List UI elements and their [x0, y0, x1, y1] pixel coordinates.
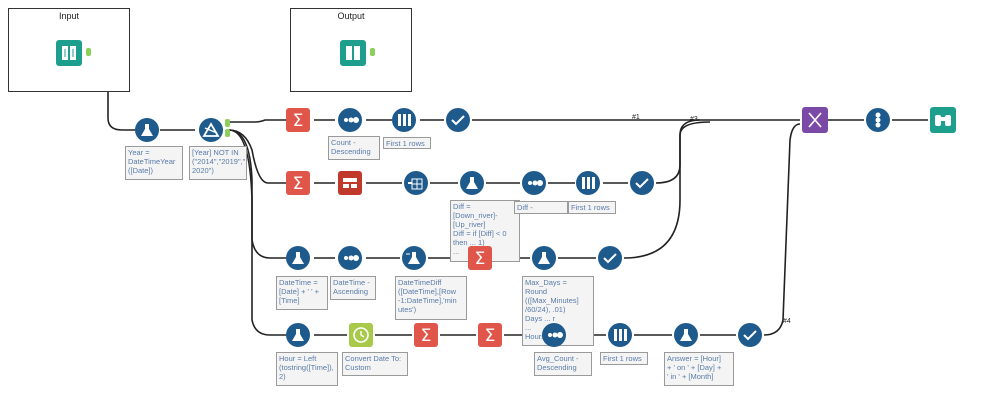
output-anchor[interactable]	[86, 48, 91, 56]
select-tool-3[interactable]	[598, 246, 622, 270]
formula-tool-answer[interactable]	[674, 323, 698, 347]
flask-icon	[538, 252, 550, 264]
clock-icon	[353, 327, 369, 343]
checkmark-icon	[635, 178, 649, 189]
annotation-datetimediff: DateTimeDiff ([DateTime],[Row -1:DateTim…	[395, 276, 467, 320]
output-data-tool[interactable]	[340, 40, 366, 66]
annotation-maxdays: Max_Days = Round (([Max_Minutes] /60/24)…	[522, 276, 594, 346]
browse-tool[interactable]	[930, 107, 956, 133]
sort-dots-icon	[528, 180, 543, 186]
output-container-title: Output	[337, 11, 365, 21]
sigma-icon: Σ	[475, 249, 486, 269]
checkmark-icon	[743, 330, 757, 341]
checkmark-icon	[451, 115, 465, 126]
crosstab-icon	[408, 178, 423, 190]
formula-tool-datetime[interactable]	[286, 246, 310, 270]
input-data-tool[interactable]	[56, 40, 82, 66]
sigma-icon: Σ	[421, 326, 432, 346]
annotation-answer: Answer = [Hour] + ' on ' + [Day] + ' in …	[664, 352, 734, 386]
false-anchor[interactable]	[225, 129, 230, 137]
multirow-formula-tool[interactable]	[402, 246, 426, 270]
annotation-hour: Hour = Left (tostring([Time]), 2)	[276, 352, 338, 386]
sigma-icon: Σ	[293, 174, 304, 194]
sort-dots-icon	[548, 332, 563, 338]
input-container-title: Input	[58, 11, 80, 21]
sort-tool-2[interactable]	[522, 171, 546, 195]
connection-label-3: #3	[690, 116, 698, 123]
binoculars-icon	[935, 115, 951, 126]
select-tool-1[interactable]	[446, 108, 470, 132]
sample-tubes-icon	[582, 177, 595, 189]
summarize-tool-4[interactable]: Σ	[414, 323, 438, 347]
svg-text:Σ: Σ	[293, 111, 304, 131]
sort-dots-icon	[344, 117, 359, 123]
filter-icon	[202, 122, 220, 137]
summarize-tool-5[interactable]: Σ	[478, 323, 502, 347]
sample-tubes-icon	[398, 114, 411, 126]
record-id-tool[interactable]	[866, 108, 890, 132]
annotation-first1-b: First 1 rows	[568, 201, 616, 214]
sigma-icon: Σ	[293, 111, 304, 131]
annotation-convert-date: Convert Date To: Custom	[342, 352, 408, 376]
formula-tool-hour[interactable]	[286, 323, 310, 347]
datetime-tool[interactable]	[349, 323, 373, 347]
sort-tool-4[interactable]	[542, 323, 566, 347]
book-icon	[62, 46, 76, 60]
annotation-first1-c: First 1 rows	[600, 352, 648, 365]
annotation-filter: [Year] NOT IN ("2014","2019"," 2020")	[189, 146, 247, 180]
annotation-first1-a: First 1 rows	[383, 137, 431, 149]
annotation-year: Year = DateTimeYear ([Date])	[125, 146, 183, 180]
svg-text:Σ: Σ	[485, 326, 496, 346]
checkmark-icon	[603, 253, 617, 264]
sample-tubes-icon	[614, 329, 627, 341]
svg-text:Σ: Σ	[421, 326, 432, 346]
svg-text:Σ: Σ	[293, 174, 304, 194]
summarize-tool-1[interactable]: Σ	[286, 108, 310, 132]
connection-label-1: #1	[632, 114, 640, 121]
sample-tool-3[interactable]	[608, 323, 632, 347]
annotation-count-desc: Count - Descending	[328, 136, 380, 160]
select-tool-4[interactable]	[738, 323, 762, 347]
sort-tool-3[interactable]	[338, 246, 362, 270]
book-icon	[346, 46, 360, 60]
flask-icon	[466, 177, 478, 189]
sort-tool-1[interactable]	[338, 108, 362, 132]
connection-label-4: #4	[783, 318, 791, 325]
sample-tool-1[interactable]	[392, 108, 416, 132]
formula-tool-diff[interactable]	[460, 171, 484, 195]
formula-tool-maxdays[interactable]	[532, 246, 556, 270]
summarize-tool-2[interactable]: Σ	[286, 171, 310, 195]
output-anchor[interactable]	[370, 48, 375, 56]
annotation-datetime-formula: DateTime = [Date] + ' ' + [Time]	[276, 276, 328, 310]
multirow-flask-icon	[406, 252, 420, 264]
flask-icon	[292, 329, 304, 341]
dna-icon	[808, 112, 822, 128]
sigma-icon: Σ	[485, 326, 496, 346]
flask-icon	[141, 124, 153, 136]
text-to-columns-tool[interactable]	[338, 171, 362, 195]
formula-tool-year[interactable]	[135, 118, 159, 142]
crosstab-tool[interactable]	[404, 171, 428, 195]
annotation-avg-count: Avg_Count - Descending	[534, 352, 592, 376]
flask-icon	[680, 329, 692, 341]
union-tool[interactable]	[802, 107, 828, 133]
annotation-datetime-asc: DateTime - Ascending	[330, 276, 376, 300]
filter-tool[interactable]	[199, 118, 223, 142]
svg-text:Σ: Σ	[475, 249, 486, 269]
select-tool-2[interactable]	[630, 171, 654, 195]
sort-dots-icon	[344, 255, 359, 261]
flask-icon	[292, 252, 304, 264]
numbers-icon	[875, 112, 881, 128]
annotation-diff-desc: Diff - Descendi	[514, 201, 568, 214]
true-anchor[interactable]	[225, 119, 230, 127]
summarize-tool-3[interactable]: Σ	[468, 246, 492, 270]
sample-tool-2[interactable]	[576, 171, 600, 195]
parse-icon	[343, 178, 357, 188]
